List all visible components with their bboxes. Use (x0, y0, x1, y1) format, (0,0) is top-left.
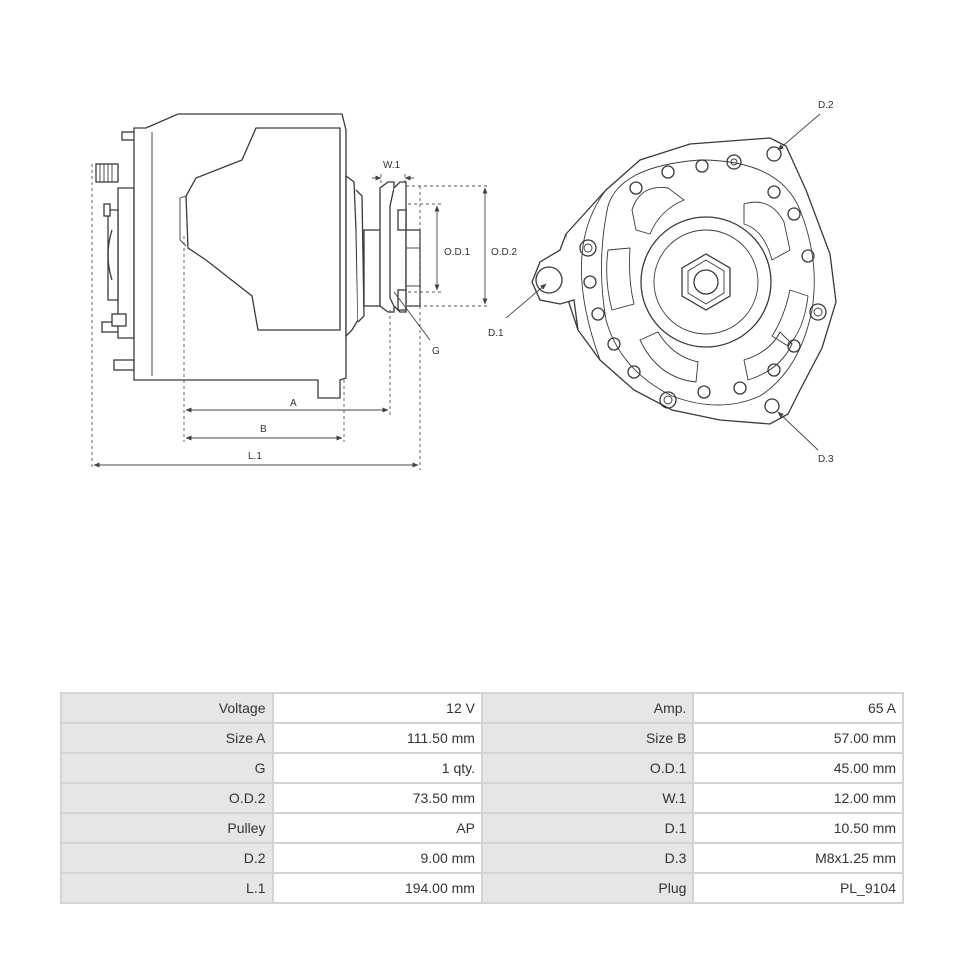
table-row: Voltage 12 V Amp. 65 A (62, 694, 902, 722)
spec-label: Size A (62, 724, 272, 752)
label-d1: D.1 (488, 328, 504, 339)
table-row: O.D.2 73.50 mm W.1 12.00 mm (62, 784, 902, 812)
spec-value: 12.00 mm (694, 784, 902, 812)
spec-label: Size B (482, 724, 693, 752)
label-od2: O.D.2 (491, 247, 518, 258)
front-view-dimensions: D.2 D.3 D.1 (488, 100, 834, 465)
label-l1: L.1 (248, 451, 262, 462)
spec-value: 1 qty. (273, 754, 481, 782)
spec-label: G (62, 754, 272, 782)
spec-value: AP (273, 814, 481, 842)
side-view (95, 113, 421, 399)
specification-table: Voltage 12 V Amp. 65 A Size A 111.50 mm … (60, 692, 904, 904)
label-g: G (432, 346, 440, 357)
front-holes (579, 146, 827, 414)
spec-label: O.D.2 (62, 784, 272, 812)
table-row: L.1 194.00 mm Plug PL_9104 (62, 874, 902, 902)
table-row: Pulley AP D.1 10.50 mm (62, 814, 902, 842)
spec-label: D.3 (482, 844, 693, 872)
spec-value: 10.50 mm (694, 814, 902, 842)
table-row: D.2 9.00 mm D.3 M8x1.25 mm (62, 844, 902, 872)
spec-label: Amp. (482, 694, 693, 722)
label-w1: W.1 (383, 160, 401, 171)
label-a: A (290, 398, 297, 409)
label-od1: O.D.1 (444, 247, 471, 258)
spec-value: 194.00 mm (273, 874, 481, 902)
spec-label: W.1 (482, 784, 693, 812)
spec-label: O.D.1 (482, 754, 693, 782)
spec-value: 111.50 mm (273, 724, 481, 752)
spec-label: D.1 (482, 814, 693, 842)
spec-label: L.1 (62, 874, 272, 902)
spec-value: 9.00 mm (273, 844, 481, 872)
spec-value: 12 V (273, 694, 481, 722)
table-row: Size A 111.50 mm Size B 57.00 mm (62, 724, 902, 752)
side-view-dimensions: W.1 O.D.1 O.D.2 G A B L.1 (91, 160, 518, 470)
spec-value: 65 A (694, 694, 902, 722)
spec-label: Plug (482, 874, 693, 902)
spec-label: Voltage (62, 694, 272, 722)
front-view (531, 137, 837, 425)
spec-value: 57.00 mm (694, 724, 902, 752)
spec-value: M8x1.25 mm (694, 844, 902, 872)
label-b: B (260, 424, 267, 435)
table-row: G 1 qty. O.D.1 45.00 mm (62, 754, 902, 782)
label-d2: D.2 (818, 100, 834, 111)
spec-label: D.2 (62, 844, 272, 872)
spec-value: PL_9104 (694, 874, 902, 902)
alternator-technical-drawing: W.1 O.D.1 O.D.2 G A B L.1 (91, 100, 837, 470)
spec-value: 73.50 mm (273, 784, 481, 812)
spec-value: 45.00 mm (694, 754, 902, 782)
label-d3: D.3 (818, 454, 834, 465)
spec-label: Pulley (62, 814, 272, 842)
